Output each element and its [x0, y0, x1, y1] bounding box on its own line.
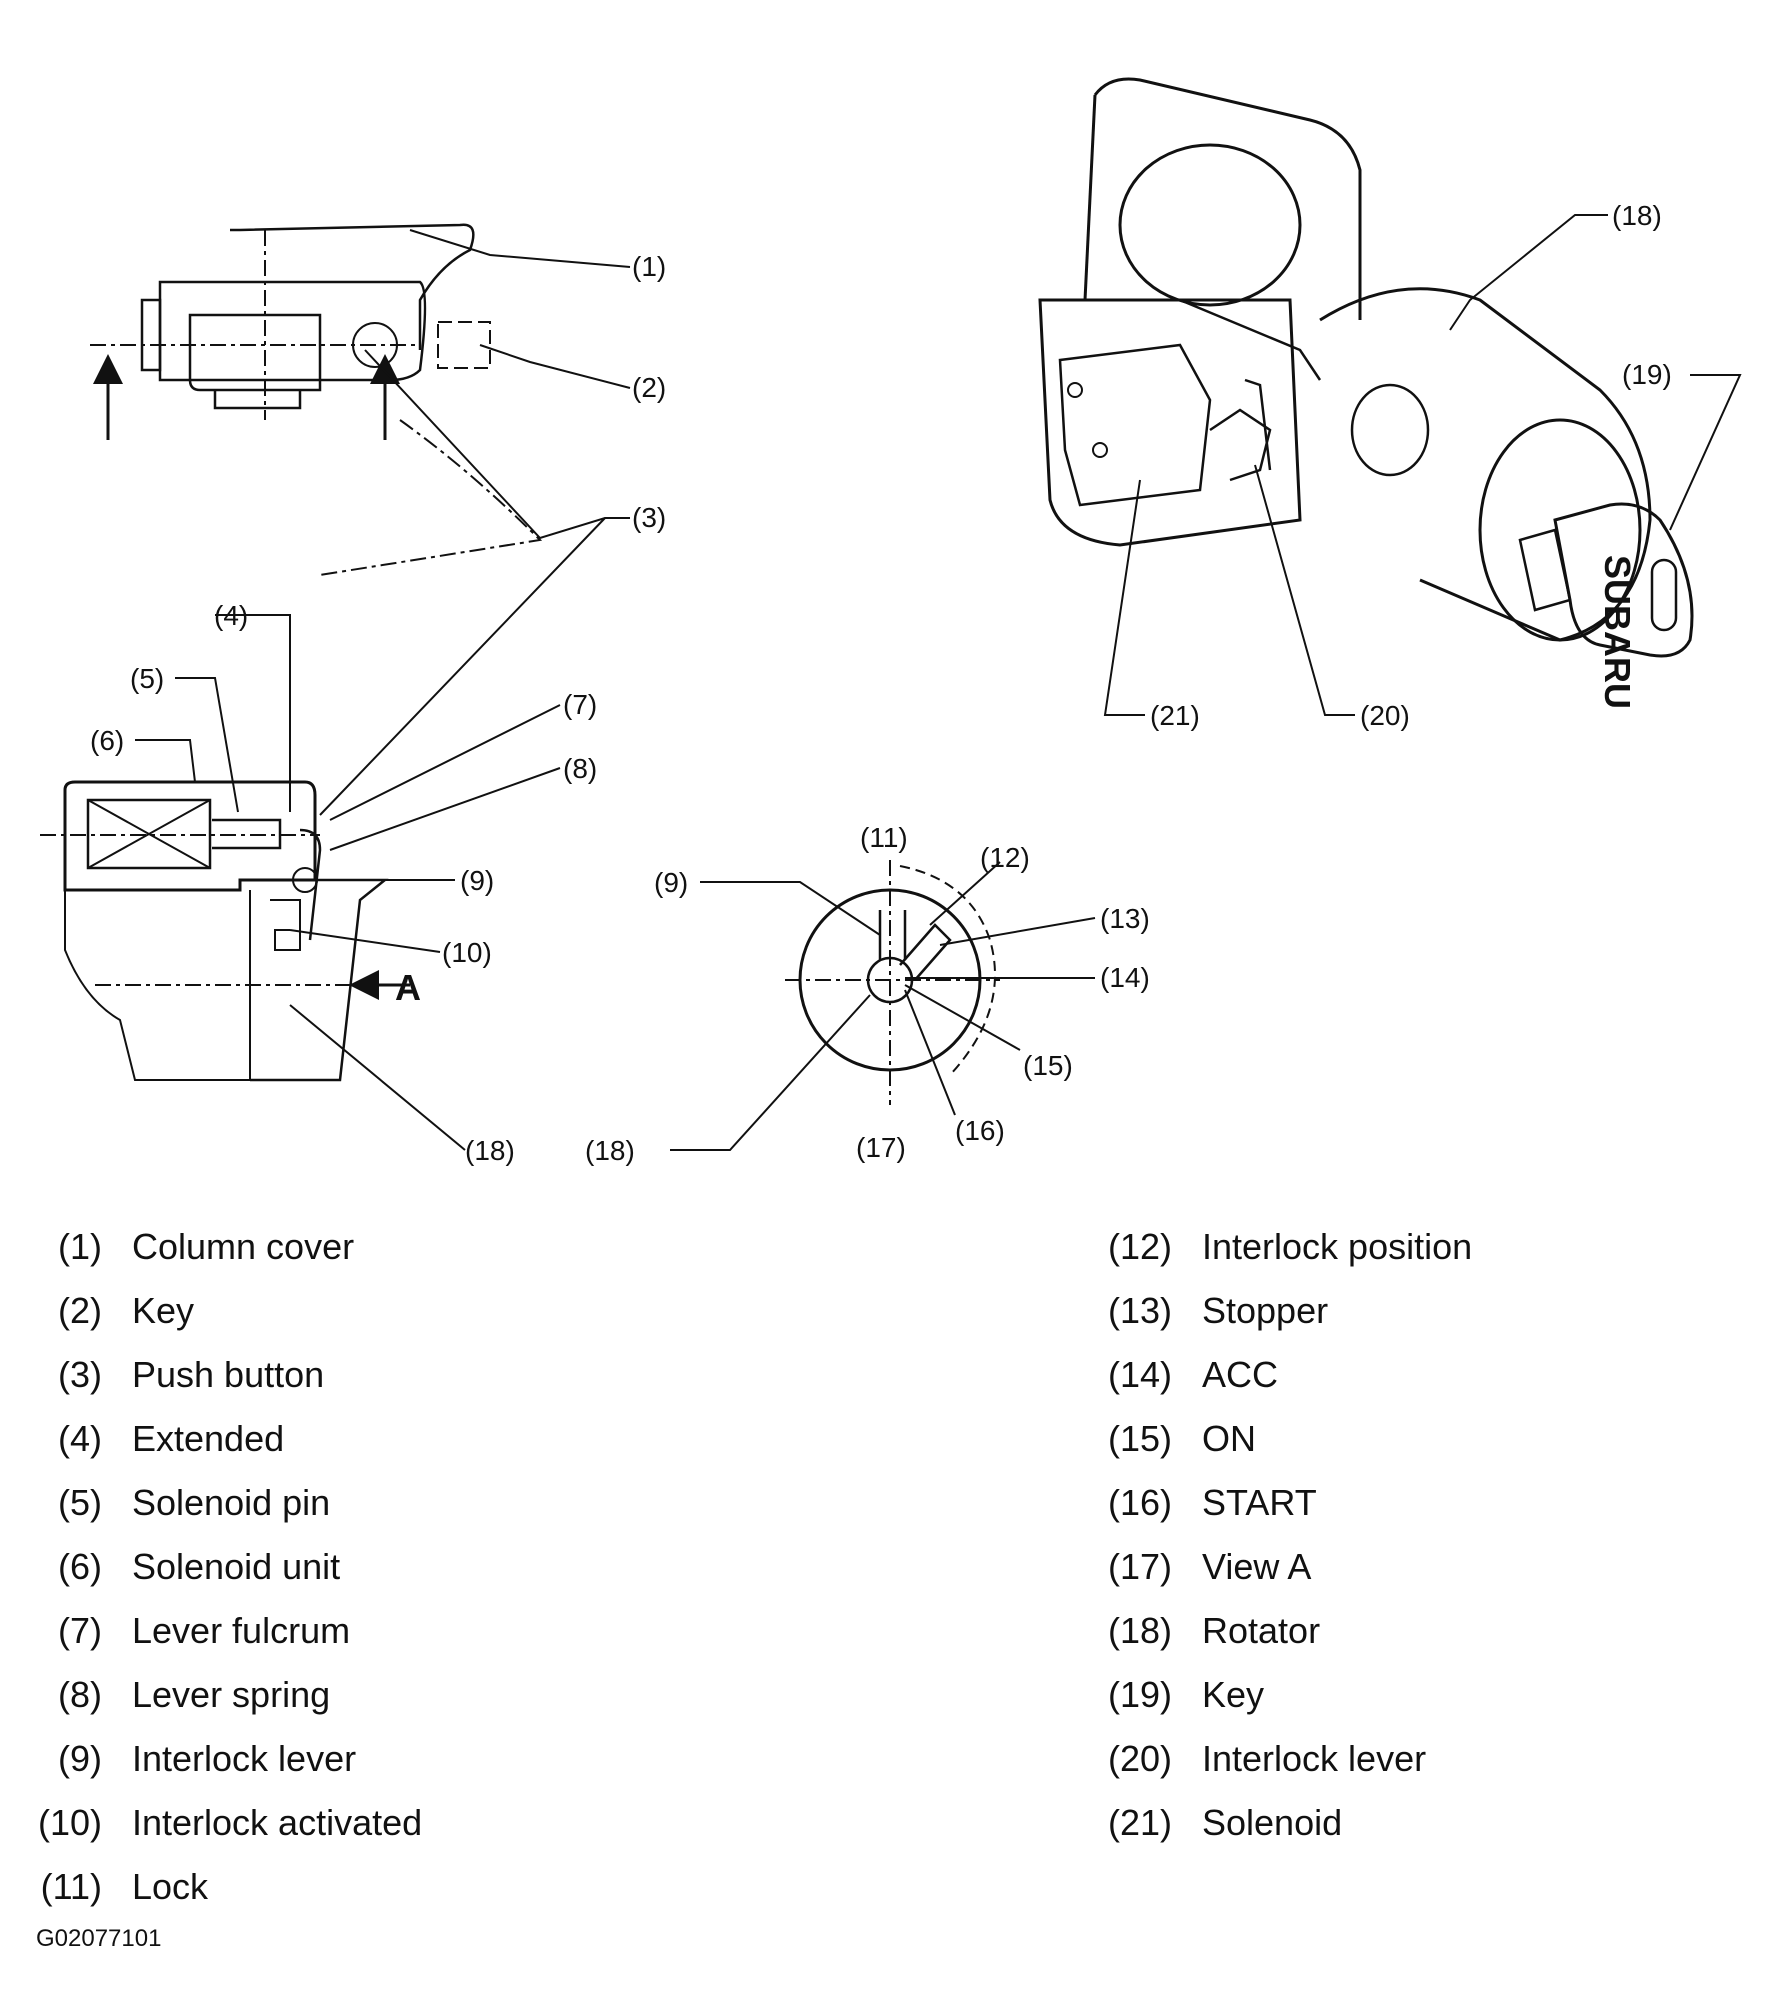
callout-18-section: (18) — [465, 1135, 515, 1166]
callout-14: (14) — [1100, 962, 1150, 993]
legend-label: Stopper — [1202, 1290, 1329, 1331]
legend-label: Interlock lever — [1202, 1738, 1427, 1779]
legend-item: (3) Push button — [30, 1343, 422, 1407]
callout-9-dial: (9) — [654, 867, 688, 898]
legend-label: View A — [1202, 1546, 1312, 1587]
legend-item: (19) Key — [1100, 1663, 1472, 1727]
legend-item: (16) START — [1100, 1471, 1472, 1535]
callout-4: (4) — [214, 600, 248, 631]
legend-left: (1) Column cover (2) Key (3) Push button (4… — [30, 1215, 422, 1919]
legend-item: (6) Solenoid unit — [30, 1535, 422, 1599]
legend-number: (21) — [1107, 1802, 1172, 1843]
legend-number: (3) — [58, 1354, 102, 1395]
legend-number: (15) — [1107, 1418, 1172, 1459]
legend-number: (18) — [1107, 1610, 1172, 1651]
callout-5: (5) — [130, 663, 164, 694]
legend-label: Lever fulcrum — [132, 1610, 351, 1651]
callout-10: (10) — [442, 937, 492, 968]
legend-number: (14) — [1107, 1354, 1172, 1395]
callout-18-assembly: (18) — [1612, 200, 1662, 231]
key-brand-text: SUBARU — [1597, 555, 1638, 709]
legend-item: (4) Extended — [30, 1407, 422, 1471]
legend-label: Extended — [132, 1418, 285, 1459]
solenoid-section-view — [40, 780, 410, 1082]
legend-number: (16) — [1107, 1482, 1172, 1523]
legend-item: (11) Lock — [30, 1855, 422, 1919]
legend-number: (12) — [1107, 1226, 1172, 1267]
callout-11: (11) — [860, 822, 908, 853]
callout-labels: (1) (2) (3) (4) (5) (6) (7) (8) (9) (10)… — [90, 200, 1672, 1166]
legend-number: (19) — [1107, 1674, 1172, 1715]
legend-item: (13) Stopper — [1100, 1279, 1472, 1343]
callout-1: (1) — [632, 251, 666, 282]
legend-item: (8) Lever spring — [30, 1663, 422, 1727]
legend-label: Solenoid unit — [132, 1546, 341, 1587]
legend-label: ACC — [1202, 1354, 1279, 1395]
legend-label: Push button — [132, 1354, 325, 1395]
legend-label: Column cover — [132, 1226, 355, 1267]
callout-19: (19) — [1622, 359, 1672, 390]
legend-label: Interlock position — [1202, 1226, 1473, 1267]
legend-number: (17) — [1107, 1546, 1172, 1587]
legend-item: (15) ON — [1100, 1407, 1472, 1471]
column-side-view — [90, 223, 543, 576]
view-a-dial — [785, 860, 1000, 1105]
legend-item: (5) Solenoid pin — [30, 1471, 422, 1535]
legend-label: Interlock lever — [132, 1738, 357, 1779]
legend-item: (20) Interlock lever — [1100, 1727, 1472, 1791]
legend-right: (12) Interlock position (13) Stopper (14) A… — [1100, 1215, 1472, 1855]
callout-13: (13) — [1100, 903, 1150, 934]
legend-item: (18) Rotator — [1100, 1599, 1472, 1663]
legend-number: (11) — [40, 1866, 102, 1907]
callout-3: (3) — [632, 502, 666, 533]
legend-number: (10) — [37, 1802, 102, 1843]
callout-18-dial: (18) — [585, 1135, 635, 1166]
callout-8: (8) — [563, 753, 597, 784]
legend-number: (9) — [58, 1738, 102, 1779]
legend-item: (2) Key — [30, 1279, 422, 1343]
legend-label: ON — [1202, 1418, 1256, 1459]
legend-number: (8) — [58, 1674, 102, 1715]
legend-item: (10) Interlock activated — [30, 1791, 422, 1855]
legend-item: (12) Interlock position — [1100, 1215, 1472, 1279]
legend-number: (2) — [58, 1290, 102, 1331]
legend-number: (5) — [58, 1482, 102, 1523]
callout-7: (7) — [563, 689, 597, 720]
callout-20: (20) — [1360, 700, 1410, 731]
callout-17: (17) — [856, 1132, 906, 1163]
legend-label: Key — [132, 1290, 195, 1331]
legend-label: START — [1202, 1482, 1317, 1523]
callout-15: (15) — [1023, 1050, 1073, 1081]
legend-item: (14) ACC — [1100, 1343, 1472, 1407]
callout-12: (12) — [980, 842, 1030, 873]
legend-item: (17) View A — [1100, 1535, 1472, 1599]
legend-label: Interlock activated — [132, 1802, 423, 1843]
legend-number: (7) — [58, 1610, 102, 1651]
ignition-assembly-perspective: SUBARU — [1038, 77, 1694, 709]
callout-16: (16) — [955, 1115, 1005, 1146]
callout-6: (6) — [90, 725, 124, 756]
legend-number: (6) — [58, 1546, 102, 1587]
leader-lines — [135, 214, 1742, 1151]
legend-number: (1) — [58, 1226, 102, 1267]
legend-item: (1) Column cover — [30, 1215, 422, 1279]
legend-item: (21) Solenoid — [1100, 1791, 1472, 1855]
figure-code: G02077101 — [36, 1925, 162, 1952]
legend-label: Lever spring — [132, 1674, 331, 1715]
callout-9-section: (9) — [460, 865, 494, 896]
legend-label: Key — [1202, 1674, 1265, 1715]
legend-label: Rotator — [1202, 1610, 1321, 1651]
legend-label: Lock — [132, 1866, 209, 1907]
legend-label: Solenoid pin — [132, 1482, 331, 1523]
ignition-interlock-diagram: SUBARU (1) (2) (3) (4) (5) (6) (7) — [40, 77, 1742, 1166]
callout-21: (21) — [1150, 700, 1200, 731]
view-a-arrow-label: A — [395, 967, 421, 1008]
callout-2: (2) — [632, 372, 666, 403]
legend-item: (9) Interlock lever — [30, 1727, 422, 1791]
legend-label: Solenoid — [1202, 1802, 1343, 1843]
legend-number: (20) — [1107, 1738, 1172, 1779]
legend-number: (13) — [1107, 1290, 1172, 1331]
legend-number: (4) — [58, 1418, 102, 1459]
legend-item: (7) Lever fulcrum — [30, 1599, 422, 1663]
